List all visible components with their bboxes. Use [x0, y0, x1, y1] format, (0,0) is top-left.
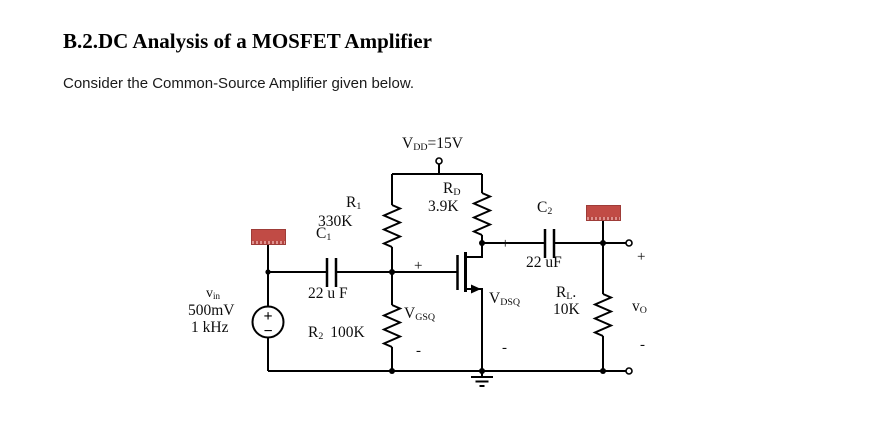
resistor-rl: [592, 243, 614, 371]
vout-terminal-top: [625, 239, 633, 247]
vdsq-minus-sign: -: [502, 340, 507, 356]
label-r1-value: 330K: [318, 213, 353, 230]
label-vin-amplitude: 500mV: [188, 302, 235, 319]
mosfet-source-arrow: [471, 284, 481, 294]
source-minus-sign: −: [263, 323, 272, 340]
vout-minus-sign: -: [640, 337, 645, 353]
label-c2-value: 22 uF: [526, 254, 562, 271]
resistor-r1: [381, 174, 403, 272]
label-vin-name: vin: [206, 286, 220, 301]
label-rl-value: 10K: [553, 301, 580, 318]
label-c1-value: 22 u F: [308, 285, 348, 302]
page-subtitle: Consider the Common-Source Amplifier giv…: [63, 75, 414, 92]
label-vdsq: VDSQ: [489, 290, 521, 309]
source-plus-sign: +: [263, 308, 272, 325]
label-c1-name: C1: [316, 225, 332, 244]
probe-right: [586, 205, 621, 221]
label-rl-name: RL.: [556, 284, 577, 303]
capacitor-c2: [543, 229, 556, 258]
label-vout: vO: [632, 298, 647, 317]
capacitor-c1: [325, 258, 338, 287]
vdd-terminal: [435, 157, 443, 165]
label-rd-name: RD: [443, 180, 461, 199]
drain-plus-sign: +: [501, 236, 510, 252]
probe-left-teeth: [252, 241, 285, 244]
vin-source: [251, 272, 285, 371]
label-vdd: VDD=15V: [402, 135, 463, 154]
vout-terminal-bottom: [625, 367, 633, 375]
label-c2-name: C2: [537, 199, 553, 218]
gate-plus-sign: +: [414, 258, 423, 274]
resistor-r2: [381, 272, 403, 371]
vgsq-minus-sign: -: [416, 343, 421, 359]
label-r1-name: R1: [346, 194, 362, 213]
page-title: B.2.DC Analysis of a MOSFET Amplifier: [63, 29, 432, 53]
probe-left: [251, 229, 286, 245]
vout-plus-sign: +: [637, 249, 646, 265]
probe-right-teeth: [587, 217, 620, 220]
label-vin-frequency: 1 kHz: [191, 319, 229, 336]
mosfet: [456, 243, 483, 371]
label-vgsq: VGSQ: [404, 305, 436, 324]
label-rd-value: 3.9K: [428, 198, 459, 215]
resistor-rd: [471, 174, 493, 243]
wire-top-rail: [392, 164, 482, 175]
junction-dots: [265, 240, 606, 374]
